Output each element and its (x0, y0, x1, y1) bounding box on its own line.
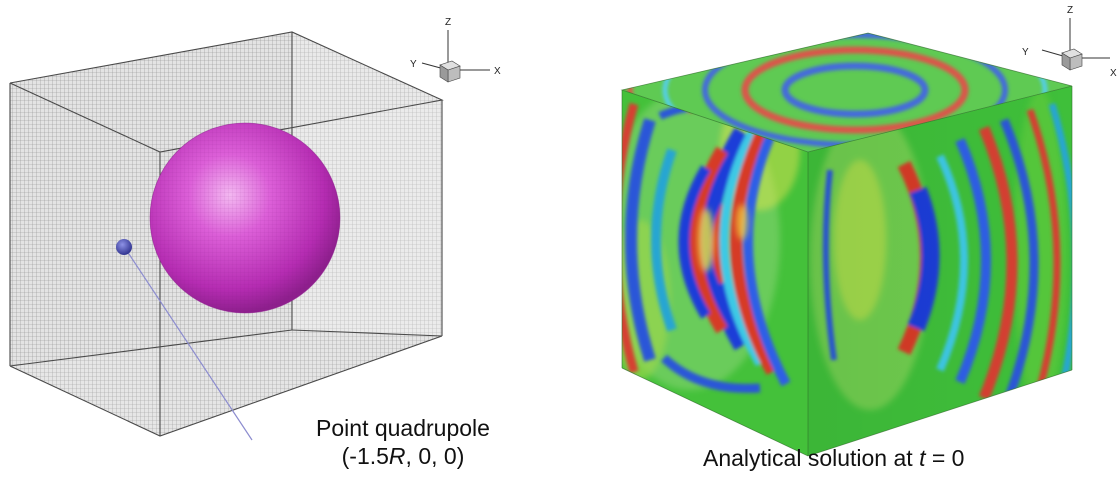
grid-top-face (10, 32, 442, 152)
annotation-coordinates: (-1.5R, 0, 0) (278, 442, 528, 470)
scatterer-sphere (149, 122, 341, 314)
axis-label-z: Z (445, 17, 451, 28)
axis-label-y: Y (410, 59, 417, 70)
left-panel: Z Y X (9, 17, 501, 441)
leader-line (124, 247, 253, 441)
quadrupole-point (116, 239, 132, 255)
axis-label-y: Y (1022, 47, 1029, 58)
caption-suffix: = 0 (925, 445, 965, 471)
coord-symbol: R (388, 443, 406, 469)
axis-label-z: Z (1067, 5, 1073, 16)
coord-rest: , 0, 0) (405, 443, 465, 469)
caption-prefix: Analytical solution at (703, 445, 920, 471)
axis-triad-right: Z Y X (1022, 5, 1117, 79)
axis-triad-left: Z Y X (410, 17, 501, 83)
solution-caption: Analytical solution at t = 0 (703, 444, 964, 472)
quadrupole-annotation: Point quadrupole (-1.5R, 0, 0) (278, 414, 528, 470)
right-panel: Z Y X (620, 5, 1117, 457)
coord-open: (-1.5 (341, 443, 389, 469)
caption-variable: t (919, 445, 926, 471)
axis-label-x: X (1110, 68, 1117, 79)
annotation-title: Point quadrupole (316, 415, 490, 441)
field-top-face (622, 33, 1072, 152)
axis-label-x: X (494, 66, 501, 77)
